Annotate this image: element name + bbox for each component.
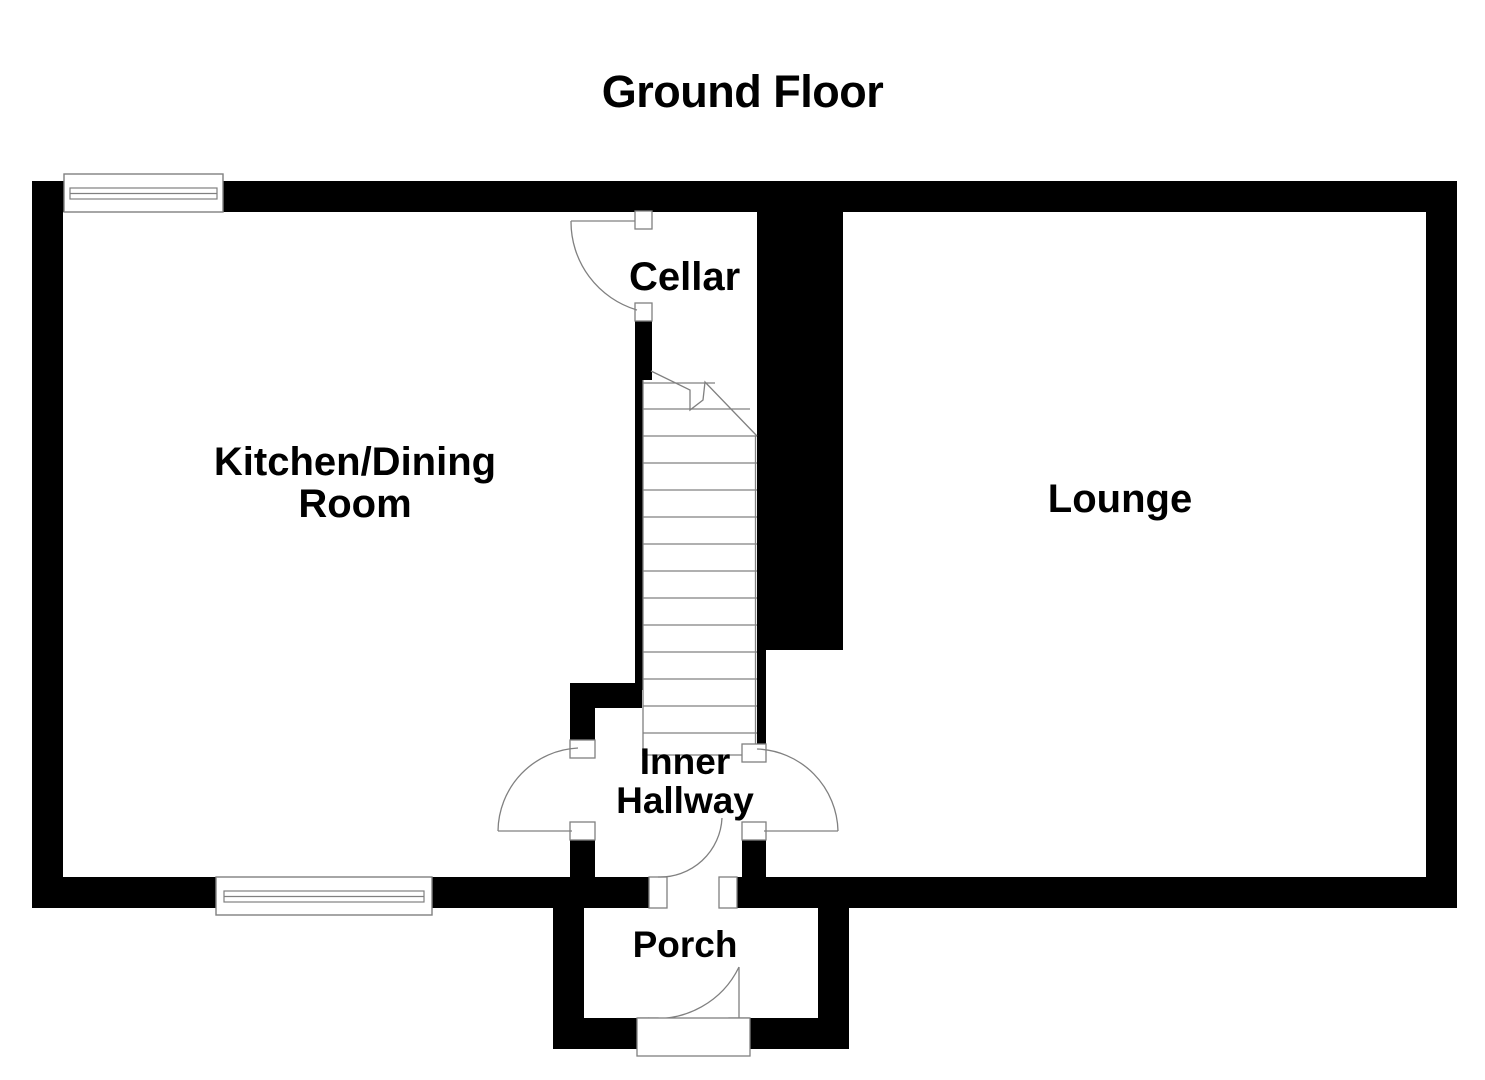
room-label-cellar: Cellar <box>629 255 741 299</box>
staircase <box>642 370 758 756</box>
wall-hallway-right-tie <box>742 877 766 908</box>
wall-right <box>1426 181 1457 908</box>
door-cellar <box>570 210 653 322</box>
wall-left <box>32 181 63 908</box>
door-hallway-porch <box>648 817 738 909</box>
wall-top <box>32 181 1457 212</box>
room-label-inner-hallway: Inner Hallway <box>616 741 754 822</box>
page-title: Ground Floor <box>601 66 884 117</box>
wall-bottom-right <box>737 877 1457 908</box>
window-top-left <box>63 173 224 213</box>
door-porch-entrance <box>636 966 751 1057</box>
room-label-cellar-clip: Cellar <box>560 240 757 310</box>
room-label-lounge: Lounge <box>1047 477 1193 521</box>
wall-porch-bottom-left <box>553 1018 638 1049</box>
wall-central-block <box>757 181 843 650</box>
room-label-porch: Porch <box>632 924 738 965</box>
wall-porch-bottom-right <box>749 1018 849 1049</box>
window-bottom-left <box>215 876 433 916</box>
wall-stair-right <box>757 650 766 742</box>
door-hallway-kitchen <box>497 739 596 841</box>
wall-hallway-left-upper <box>570 683 595 740</box>
door-hallway-lounge <box>741 743 839 841</box>
windows-group <box>63 173 433 916</box>
room-label-kitchen-dining: Kitchen/Dining Room <box>213 440 497 527</box>
doors-group <box>497 210 839 1057</box>
